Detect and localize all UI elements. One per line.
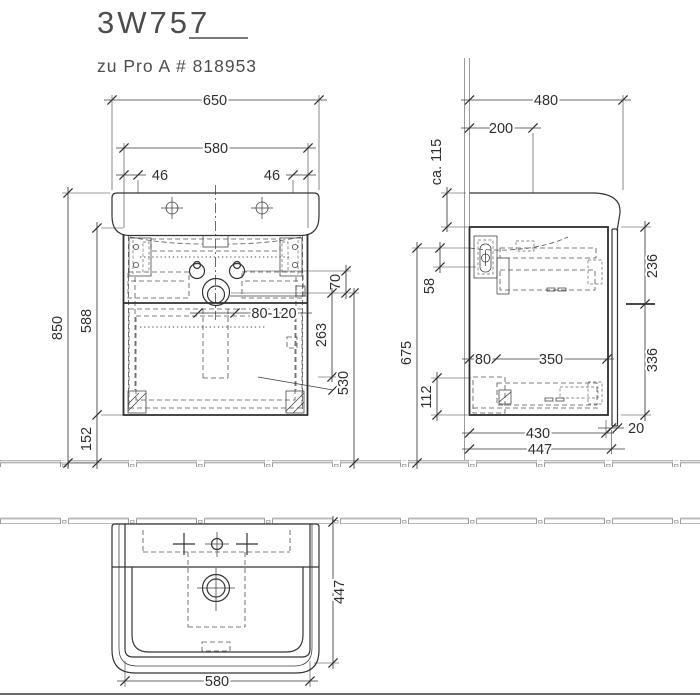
supply-connections: [188, 260, 246, 280]
dim-front-drain-height: 530: [336, 371, 352, 395]
front-panel: [611, 228, 619, 427]
front-dimensions: 650 580 46 46 850 588 152 70: [48, 91, 360, 469]
wall-bracket-side: [473, 235, 498, 279]
side-dimensions: 480 200 ca. 115 675 58 236 336 80 350: [397, 91, 663, 469]
dim-side-panel-thickness: 20: [628, 421, 644, 437]
dim-front-right-offset: 46: [264, 168, 280, 184]
plan-hidden-edges: [142, 530, 291, 652]
side-view: [464, 58, 621, 460]
dim-side-lower-section: 336: [645, 348, 661, 372]
drain-fitting-hidden: [515, 240, 535, 252]
center-clip: [202, 236, 229, 248]
faucet-holes-front: [161, 197, 273, 219]
feet: [127, 390, 305, 414]
dim-front-drain-drop: 263: [314, 323, 330, 347]
dim-plan-cabinet-width: 580: [205, 674, 229, 690]
cabinet-side-outline: [468, 226, 609, 416]
plan-dimensions: 580 447: [117, 516, 350, 692]
basin-front-outline: [111, 192, 320, 237]
dim-plan-depth: 447: [332, 580, 348, 604]
dim-front-overall-height: 850: [50, 316, 66, 340]
rail-clip: [295, 285, 306, 297]
faucet-hole-plan: [205, 532, 229, 557]
drain-plan: [197, 568, 235, 611]
prep-holes-plan: [173, 533, 258, 555]
basin-side-profile: [469, 192, 621, 232]
dim-side-total-depth: 447: [528, 442, 552, 458]
plan-view: [111, 523, 320, 674]
dim-front-overall-width: 650: [203, 93, 227, 109]
dim-side-back-inset: 80: [475, 352, 491, 368]
dim-side-bottom-inset: 112: [419, 385, 435, 408]
dim-front-left-offset: 46: [152, 168, 168, 184]
dim-side-basin-edge: ca. 115: [429, 139, 445, 186]
dim-side-cabinet-depth: 430: [526, 426, 550, 442]
cabinet-front-outline: [122, 234, 309, 416]
cabinet-hidden-edges: [127, 236, 304, 410]
basin-plan-outer: [111, 523, 320, 674]
drawing-subtitle: zu Pro A # 818953: [97, 56, 257, 76]
cabinet-plan-outline: [124, 524, 311, 658]
dim-front-drain-range: 80-120: [251, 306, 296, 322]
basin-plan-inner-edge: [118, 524, 313, 667]
dim-side-upper-section: 236: [645, 254, 661, 278]
drawing-title: 3W757: [97, 5, 210, 40]
basin-underside-hidden: [469, 236, 569, 251]
title-block: 3W757 zu Pro A # 818953: [97, 5, 257, 76]
lower-drawer-hardware: [472, 376, 603, 414]
dim-side-mount-height: 675: [399, 341, 415, 365]
dim-front-supply-spacing: 70: [328, 274, 344, 290]
dim-side-overall-depth: 480: [534, 93, 558, 109]
floor-hatch: [0, 460, 700, 695]
drain-connection: [201, 277, 231, 307]
dim-side-drawer-depth: 350: [539, 352, 563, 368]
bowl-outline: [131, 567, 304, 653]
front-view: [111, 185, 339, 416]
dim-front-cabinet-width: 580: [204, 141, 228, 157]
dim-side-faucet-depth: 200: [489, 121, 513, 137]
upper-drawer-hardware: [496, 247, 603, 295]
dim-front-cabinet-height: 588: [79, 309, 95, 333]
leader-line: [257, 376, 334, 391]
dim-front-floor-clearance: 152: [79, 427, 95, 451]
dim-side-bracket-offset: 58: [422, 278, 438, 294]
